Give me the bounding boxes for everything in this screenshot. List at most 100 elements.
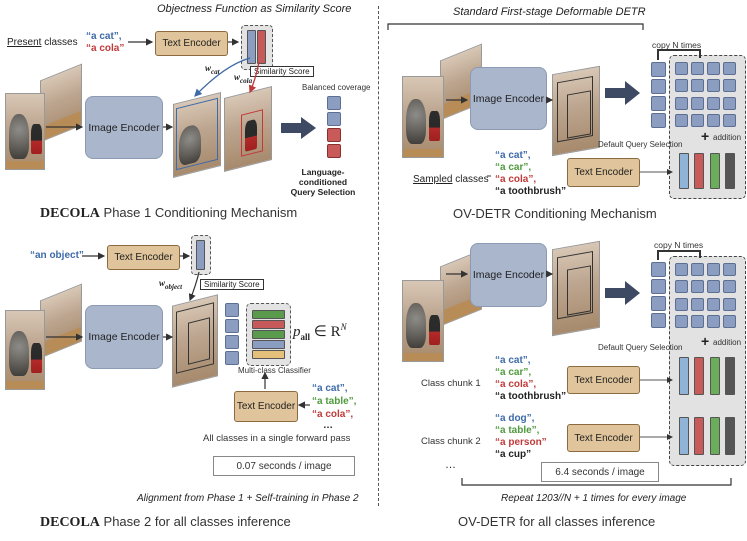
grid-query-square xyxy=(723,62,736,75)
image-encoder-2: Image Encoder xyxy=(85,305,163,369)
grid-query-square xyxy=(723,280,736,294)
grid-query-square xyxy=(707,62,720,75)
ov2-input-image xyxy=(402,280,444,362)
timing-box-ovdetr: 6.4 seconds / image xyxy=(541,462,659,482)
w-object-label: wobject xyxy=(159,278,183,291)
addition-label-2: addition xyxy=(713,338,742,347)
class-cola: “a cola” xyxy=(86,43,125,54)
grid-query-square xyxy=(707,297,720,311)
object-query-1 xyxy=(225,303,239,317)
grid-query-square xyxy=(723,314,736,328)
grid-query-square xyxy=(723,79,736,93)
grid-query-square xyxy=(691,297,704,311)
ov-input-image xyxy=(402,76,444,158)
chunk1-text-encoder: Text Encoder xyxy=(567,366,640,394)
grid-query-square xyxy=(707,263,720,276)
sampled-classes-label: Sampled classes xyxy=(413,174,489,185)
grid-query-square xyxy=(675,62,688,75)
grid-query-square xyxy=(723,297,736,311)
copy-arrow-2 xyxy=(657,250,701,260)
object-query-2 xyxy=(225,319,239,333)
grid-query-square xyxy=(675,263,688,276)
chunk-ellipsis: … xyxy=(445,459,456,471)
grid-query-square xyxy=(691,96,704,110)
query-square-4 xyxy=(327,144,341,158)
class-table: “a table”, xyxy=(312,396,357,407)
grid-query-square xyxy=(723,113,736,127)
ov-text-emb-4 xyxy=(725,153,735,189)
query-square-1 xyxy=(327,96,341,110)
grid-query-square xyxy=(707,96,720,110)
copy-arrow-1 xyxy=(657,49,701,60)
ov-text-emb-1 xyxy=(679,153,689,189)
query-selection-label: Language-conditioned Query Selection xyxy=(290,167,356,197)
similarity-score-label-2: Similarity Score xyxy=(200,279,264,290)
w-cat-label: wcat xyxy=(205,63,220,76)
grid-query-square xyxy=(691,62,704,75)
input-image xyxy=(5,93,45,170)
ov-class-car: “a car”, xyxy=(495,162,532,173)
ov2-chunk2-emb-3 xyxy=(710,417,720,455)
ov2-query-4 xyxy=(651,313,666,328)
grid-query-square xyxy=(691,79,704,93)
arrow-w-cat xyxy=(194,57,251,97)
default-query-selection-label-2: Default Query Selection xyxy=(598,343,683,352)
grid-query-square xyxy=(691,314,704,328)
chunk2-class-person: “a person” xyxy=(495,437,547,448)
bracket-deformable-detr xyxy=(387,23,644,30)
ov2-query-1 xyxy=(651,262,666,277)
default-query-selection-label: Default Query Selection xyxy=(598,140,683,149)
phase1-title: Objectness Function as Similarity Score xyxy=(157,3,352,15)
p-all-formula: pall ∈ RN xyxy=(293,322,347,342)
bracket-repeat xyxy=(461,478,732,486)
ov-image-encoder: Image Encoder xyxy=(470,67,547,130)
chunk2-class-cup: “a cup” xyxy=(495,449,532,460)
ov2-chunk1-emb-1 xyxy=(679,357,689,395)
class-cat: “a cat”, xyxy=(86,31,122,42)
big-arrow-3 xyxy=(605,281,640,305)
class-cat-2: “a cat”, xyxy=(312,383,348,394)
big-arrow-1 xyxy=(281,117,316,139)
chunk1-class-toothbrush: “a toothbrush” xyxy=(495,391,567,402)
chunk1-class-cat: “a cat”, xyxy=(495,355,531,366)
ov2-chunk2-emb-1 xyxy=(679,417,689,455)
ov-query-3 xyxy=(651,96,666,111)
grid-query-square xyxy=(691,280,704,294)
present-classes-label: Present classes xyxy=(7,37,78,48)
chunk2-label: Class chunk 2 xyxy=(421,436,481,447)
chunk2-class-dog: “a dog”, xyxy=(495,413,535,424)
embedding-object xyxy=(196,240,205,270)
embedding-cat xyxy=(247,30,256,64)
input-image-2 xyxy=(5,310,45,390)
ov2-chunk2-emb-4 xyxy=(725,417,735,455)
text-encoder-top: Text Encoder xyxy=(107,245,180,270)
ov2-chunk1-emb-4 xyxy=(725,357,735,395)
grid-query-square xyxy=(691,113,704,127)
grid-query-square xyxy=(675,96,688,110)
ov-text-encoder: Text Encoder xyxy=(567,158,640,187)
classifier-row-4 xyxy=(252,340,285,349)
grid-query-square xyxy=(723,263,736,276)
ov-query-2 xyxy=(651,79,666,94)
class-ellipsis: … xyxy=(323,420,333,431)
ov-class-cola: “a cola”, xyxy=(495,174,537,185)
ov2-image-encoder: Image Encoder xyxy=(470,243,547,307)
classifier-row-5 xyxy=(252,350,285,359)
text-encoder-bottom: Text Encoder xyxy=(234,391,298,422)
addition-plus-icon-2: + xyxy=(701,333,710,349)
grid-query-square xyxy=(707,113,720,127)
ov-class-cat: “a cat”, xyxy=(495,150,531,161)
ov2-query-2 xyxy=(651,279,666,294)
object-query-3 xyxy=(225,335,239,349)
embedding-cola xyxy=(257,30,266,64)
query-square-3 xyxy=(327,128,341,142)
w-cola-label: wcola xyxy=(234,72,253,85)
classifier-row-2 xyxy=(252,320,285,329)
addition-plus-icon: + xyxy=(701,128,710,144)
grid-query-square xyxy=(675,280,688,294)
panel-divider xyxy=(378,6,379,506)
query-square-2 xyxy=(327,112,341,126)
multi-class-classifier-label: Multi-class Classifier xyxy=(238,366,311,375)
big-arrow-2 xyxy=(605,81,640,105)
